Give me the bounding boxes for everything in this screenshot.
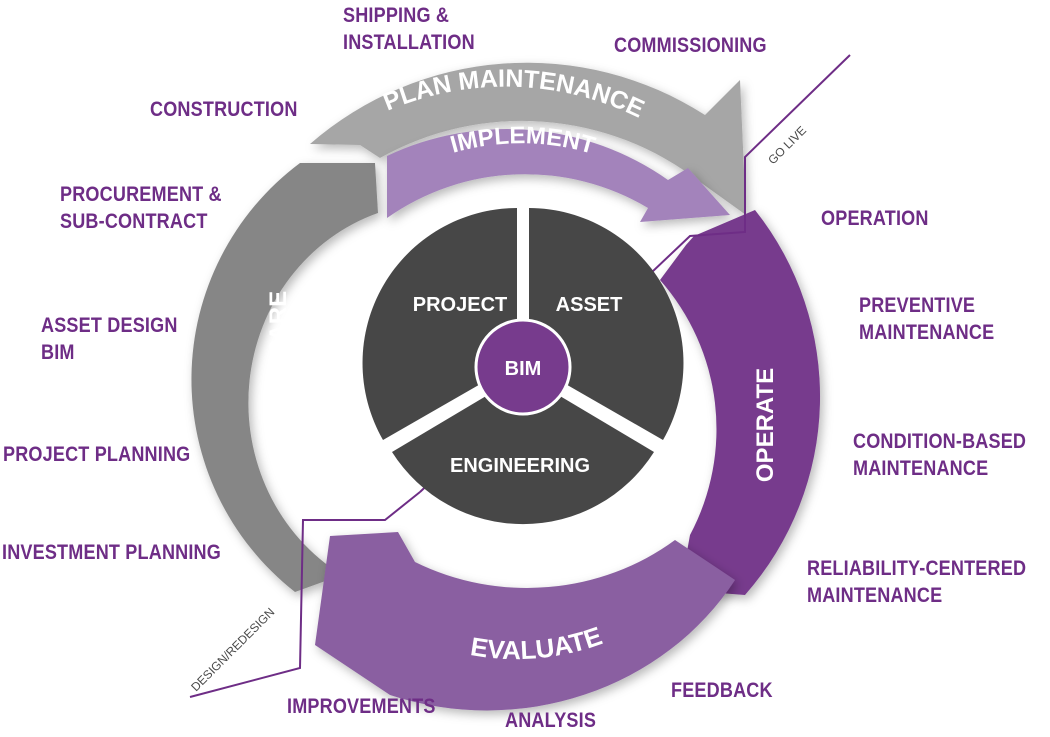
prepare-arrow xyxy=(191,163,378,592)
label-line: MAINTENANCE xyxy=(853,457,989,480)
label-reliability-centered-maintenance: RELIABILITY-CENTERED MAINTENANCE xyxy=(807,555,1026,609)
label-line: INVESTMENT PLANNING xyxy=(2,541,222,564)
label-asset-design-bim: ASSET DESIGN BIM xyxy=(41,312,178,366)
label-improvements: IMPROVEMENTS xyxy=(287,693,436,720)
label-line: BIM xyxy=(41,341,75,364)
label-construction: CONSTRUCTION xyxy=(150,96,298,123)
label-line: IMPROVEMENTS xyxy=(287,695,436,718)
label-line: FEEDBACK xyxy=(671,679,773,702)
label-condition-based-maintenance: CONDITION-BASED MAINTENANCE xyxy=(853,428,1026,482)
label-line: INSTALLATION xyxy=(343,31,475,54)
label-line: PROJECT PLANNING xyxy=(3,443,191,466)
label-line: CONDITION-BASED xyxy=(853,430,1027,453)
label-project-planning: PROJECT PLANNING xyxy=(3,441,190,468)
bim-circle xyxy=(474,318,572,416)
label-procurement: PROCUREMENT & SUB-CONTRACT xyxy=(60,181,222,235)
design-redesign-line xyxy=(189,491,421,698)
implement-arrow xyxy=(387,129,730,222)
label-commissioning: COMMISSIONING xyxy=(614,32,767,59)
label-line: COMMISSIONING xyxy=(614,34,767,57)
core-asset-label: ASSET xyxy=(556,294,623,316)
label-line: ANALYSIS xyxy=(505,709,597,732)
label-analysis: ANALYSIS xyxy=(505,707,596,734)
core-segment-engineering xyxy=(392,374,654,525)
label-preventive-maintenance: PREVENTIVE MAINTENANCE xyxy=(859,292,994,346)
plan-maintenance-arrow xyxy=(310,62,746,215)
core-engineering-label: ENGINEERING xyxy=(450,455,590,477)
design-redesign-label: DESIGN/REDESIGN xyxy=(188,605,277,694)
core-bim-label: BIM xyxy=(505,358,542,380)
label-line: PROCUREMENT & xyxy=(60,183,222,206)
core-project-label: PROJECT xyxy=(413,294,507,316)
label-line: SUB-CONTRACT xyxy=(60,210,208,233)
core-pie xyxy=(362,208,684,525)
label-line: PREVENTIVE xyxy=(859,294,976,317)
label-line: RELIABILITY-CENTERED xyxy=(807,557,1027,580)
label-line: SHIPPING & xyxy=(343,4,450,27)
label-line: CONSTRUCTION xyxy=(150,98,298,121)
label-line: MAINTENANCE xyxy=(859,321,995,344)
label-line: ASSET DESIGN xyxy=(41,314,178,337)
operate-arrow xyxy=(660,210,821,595)
stage-operate-text: OPERATE xyxy=(752,368,779,482)
label-feedback: FEEDBACK xyxy=(671,677,773,704)
label-investment-planning: INVESTMENT PLANNING xyxy=(2,539,221,566)
label-line: MAINTENANCE xyxy=(807,584,943,607)
label-line: OPERATION xyxy=(821,207,929,230)
label-shipping-installation: SHIPPING & INSTALLATION xyxy=(343,2,475,56)
evaluate-arrow xyxy=(315,532,735,711)
stage-prepare-text: PREPARE xyxy=(265,291,292,405)
label-operation: OPERATION xyxy=(821,205,929,232)
